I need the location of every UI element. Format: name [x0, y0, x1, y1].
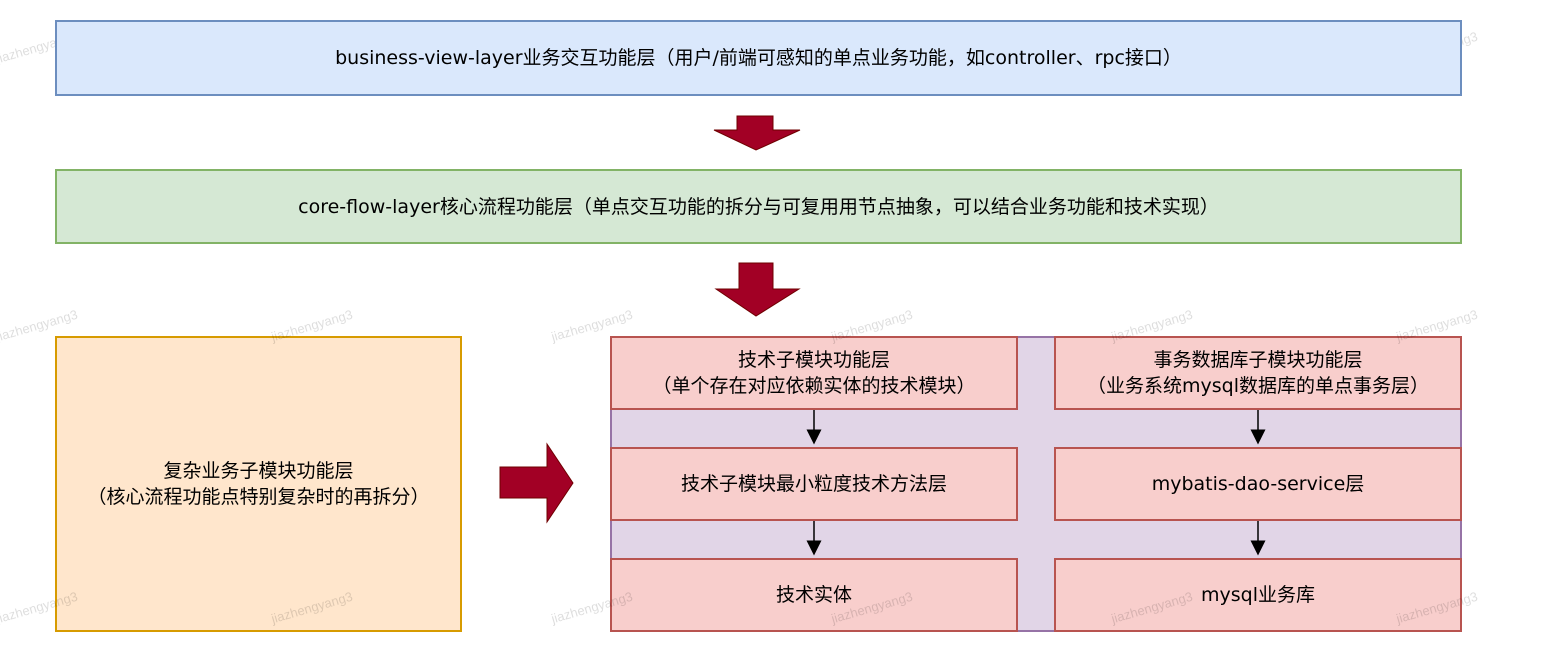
complex-submodule-box: 复杂业务子模块功能层 （核心流程功能点特别复杂时的再拆分） — [55, 336, 462, 632]
mybatis-dao-label: mybatis-dao-service层 — [1151, 473, 1365, 495]
core-flow-layer-label: core-flow-layer核心流程功能层（单点交互功能的拆分与可复用用节点抽… — [298, 195, 1219, 218]
tech-min-method-label: 技术子模块最小粒度技术方法层 — [680, 473, 947, 495]
mysql-db-box: mysql业务库 — [1054, 558, 1462, 632]
tech-entity-box: 技术实体 — [610, 558, 1018, 632]
right-arrow-icon — [499, 442, 574, 524]
down-arrow-icon — [713, 115, 801, 151]
tech-submodule-box: 技术子模块功能层 （单个存在对应依赖实体的技术模块） — [610, 336, 1018, 410]
complex-submodule-title: 复杂业务子模块功能层 — [163, 460, 354, 482]
business-view-layer-label: business-view-layer业务交互功能层（用户/前端可感知的单点业务… — [335, 47, 1182, 69]
tx-db-submodule-subtitle: （业务系统mysql数据库的单点事务层） — [1087, 375, 1429, 397]
tx-db-submodule-title: 事务数据库子模块功能层 — [1153, 349, 1363, 371]
core-flow-layer-box: core-flow-layer核心流程功能层（单点交互功能的拆分与可复用用节点抽… — [55, 169, 1462, 244]
tech-submodule-title: 技术子模块功能层 — [737, 349, 890, 371]
down-arrow-icon — [714, 262, 801, 317]
tx-db-submodule-box: 事务数据库子模块功能层 （业务系统mysql数据库的单点事务层） — [1054, 336, 1462, 410]
tech-min-method-box: 技术子模块最小粒度技术方法层 — [610, 447, 1018, 521]
complex-submodule-subtitle: （核心流程功能点特别复杂时的再拆分） — [87, 486, 430, 508]
tech-submodule-subtitle: （单个存在对应依赖实体的技术模块） — [652, 375, 976, 397]
business-view-layer-box: business-view-layer业务交互功能层（用户/前端可感知的单点业务… — [55, 20, 1462, 96]
mysql-db-label: mysql业务库 — [1201, 584, 1315, 606]
tech-entity-label: 技术实体 — [775, 584, 852, 606]
mybatis-dao-box: mybatis-dao-service层 — [1054, 447, 1462, 521]
